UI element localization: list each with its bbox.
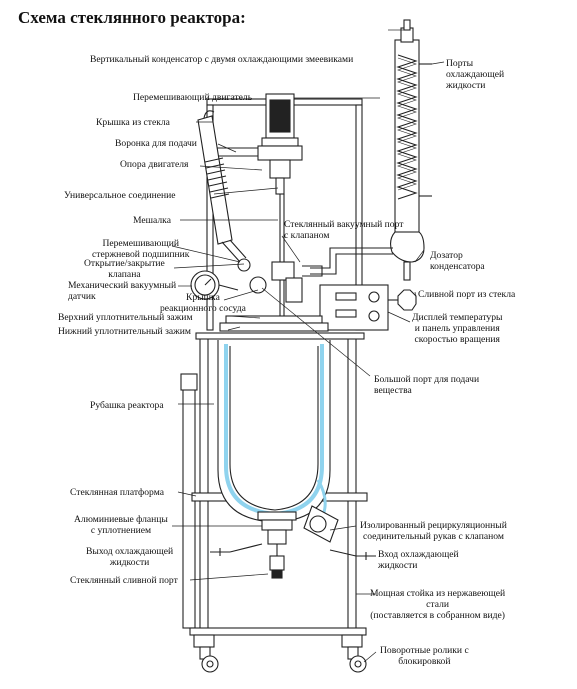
reactor-vessel bbox=[217, 340, 331, 523]
bottom-flange bbox=[257, 511, 297, 579]
caster-right bbox=[341, 634, 367, 673]
label-jacket: Рубашка реактора bbox=[90, 400, 164, 411]
label-coolant-outlet: Выход охлаждающей жидкости bbox=[86, 546, 174, 568]
caster-left bbox=[193, 634, 219, 673]
label-steel-frame: Мощная стойка из нержавеющей стали (пост… bbox=[370, 588, 506, 621]
lower-seal-clamp bbox=[219, 322, 329, 332]
label-condenser-dispenser: Дозатор конденсатора bbox=[430, 250, 485, 272]
feed-funnel bbox=[197, 110, 247, 263]
vacuum-gauge bbox=[190, 270, 239, 300]
label-vessel-lid: Крышка реакционного сосуда bbox=[160, 292, 246, 314]
label-motor-support: Опора двигателя bbox=[120, 159, 189, 170]
valve-knob bbox=[237, 258, 251, 272]
label-display-panel: Дисплей температуры и панель управления … bbox=[412, 312, 503, 345]
label-upper-seal: Верхний уплотнительный зажим bbox=[58, 312, 193, 323]
label-vacuum-port: Стеклянный вакуумный порт с клапаном bbox=[284, 219, 404, 241]
label-al-flanges: Алюминиевые фланцы с уплотнением bbox=[74, 514, 168, 536]
condenser bbox=[310, 19, 432, 311]
steel-frame bbox=[180, 98, 368, 636]
leader-lines bbox=[171, 29, 445, 663]
label-feed-funnel: Воронка для подачи bbox=[115, 138, 197, 149]
label-drain-port-right: Сливной порт из стекла bbox=[418, 289, 516, 300]
label-bearing: Перемешивающий стержневой подшипник bbox=[92, 238, 190, 260]
stirring-motor bbox=[213, 93, 303, 195]
label-insulated-sleeve: Изолированный рециркуляционный соедините… bbox=[360, 520, 507, 542]
label-coolant-inlet: Вход охлаждающей жидкости bbox=[378, 549, 459, 571]
label-stirrer: Мешалка bbox=[133, 215, 171, 226]
label-large-feed-port: Большой порт для подачи вещества bbox=[374, 374, 480, 396]
label-cooling-ports: Порты охлаждающей жидкости bbox=[446, 58, 505, 91]
label-vacuum-gauge: Механический вакуумный датчик bbox=[68, 280, 177, 302]
label-lower-seal: Нижний уплотнительный зажим bbox=[58, 326, 191, 337]
label-glass-cap: Крышка из стекла bbox=[96, 117, 170, 128]
label-motor: Перемешивающий двигатель bbox=[133, 92, 253, 103]
label-universal-joint: Универсальное соединение bbox=[64, 190, 176, 201]
label-glass-drain-port: Стеклянный сливной порт bbox=[70, 575, 178, 586]
recirculation-sleeve bbox=[303, 479, 339, 543]
label-valve: Открытие/закрытие клапана bbox=[84, 258, 165, 280]
control-box bbox=[319, 284, 389, 331]
label-glass-platform: Стеклянная платформа bbox=[70, 487, 164, 498]
page-title: Схема стеклянного реактора: bbox=[18, 8, 246, 27]
upper-seal-clamp bbox=[225, 315, 323, 324]
label-casters: Поворотные ролики с блокировкой bbox=[380, 645, 469, 667]
label-condenser: Вертикальный конденсатор с двумя охлажда… bbox=[90, 54, 354, 65]
